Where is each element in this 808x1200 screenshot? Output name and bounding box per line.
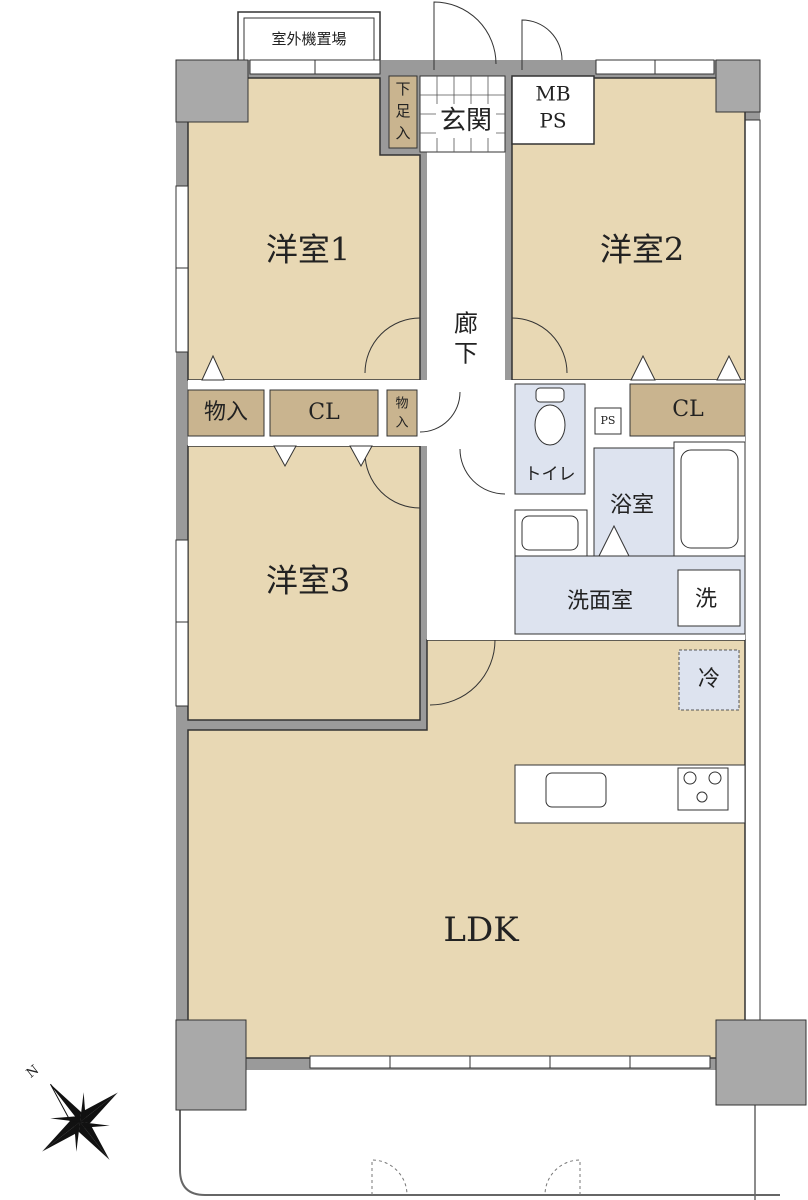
toilet-label: トイレ: [525, 465, 576, 485]
door-room1-arc: [364, 317, 421, 374]
washer-label: 洗: [695, 587, 717, 612]
compass-rose: [42, 1083, 118, 1160]
column-bottom-right: [715, 1019, 807, 1106]
balcony-outline: [179, 1110, 780, 1196]
shoe-storage-label-3: 入: [395, 124, 410, 142]
closet-triangle-5: [716, 354, 742, 381]
storage-small-label-1: 物: [395, 397, 408, 412]
door-room2-arc: [511, 317, 568, 374]
room1-label: 洋室1: [266, 231, 350, 269]
storage-small: [386, 389, 418, 437]
storage-left: [187, 389, 265, 437]
fridge-label: 冷: [698, 667, 720, 692]
toilet-bowl: [534, 404, 566, 446]
shoe-storage: [388, 75, 418, 149]
ps-small-label: PS: [601, 414, 616, 427]
door-storage-arc: [419, 391, 461, 433]
mb-ps-box: [511, 75, 595, 145]
closet-left: [269, 389, 379, 437]
corridor-label-2: 下: [454, 340, 478, 368]
window-bottom: [309, 1055, 711, 1069]
door-toilet-arc: [459, 448, 506, 495]
storage-left-label: 物入: [204, 400, 248, 425]
closet-triangle-1: [201, 354, 225, 381]
toilet-tank: [535, 387, 565, 403]
washer-box: [677, 569, 741, 627]
bath-room: [593, 447, 675, 557]
closet-right: [629, 383, 746, 437]
balcony-door-arc-1: [371, 1159, 408, 1196]
entrance-label: 玄関: [440, 106, 492, 136]
window-left-2: [175, 539, 189, 707]
corridor-floor: [427, 150, 505, 640]
closet-triangle-2: [273, 445, 297, 468]
ldk-label: LDK: [443, 910, 519, 950]
closet-triangle-4: [630, 354, 656, 381]
bath-door-triangle: [598, 524, 630, 557]
mb-label: MB: [535, 82, 570, 106]
shoe-storage-label-1: 下: [395, 80, 410, 98]
room2-label: 洋室2: [600, 231, 684, 269]
front-door-arc: [433, 1, 497, 70]
closet-left-label: CL: [308, 400, 340, 425]
room3-label: 洋室3: [266, 562, 350, 600]
door-ldk-arc: [429, 639, 496, 706]
mbps-door-arc: [521, 19, 563, 70]
ps-small-box: [594, 407, 622, 435]
shoe-storage-label-2: 足: [395, 102, 410, 120]
column-top-left: [175, 59, 249, 123]
ps-top-label: PS: [539, 109, 566, 133]
closet-right-label: CL: [672, 397, 704, 422]
outdoor-unit-label: 室外機置場: [271, 30, 346, 48]
entrance-label-bg: [436, 104, 496, 138]
north-label: N: [24, 1063, 42, 1082]
window-left-1: [175, 185, 189, 353]
right-exterior-strip: [744, 119, 761, 1021]
washroom-label: 洗面室: [567, 589, 633, 614]
column-top-right: [715, 59, 761, 113]
closet-triangle-3: [349, 445, 373, 468]
door-room3-arc: [364, 452, 421, 509]
column-bottom-left: [175, 1019, 247, 1111]
kitchen-sink: [545, 772, 607, 808]
fridge-space: [678, 649, 740, 711]
bath-label: 浴室: [610, 493, 654, 518]
storage-small-label-2: 入: [395, 416, 408, 431]
balcony-door-arc-2: [544, 1159, 581, 1196]
corridor-label-1: 廊: [454, 310, 478, 338]
